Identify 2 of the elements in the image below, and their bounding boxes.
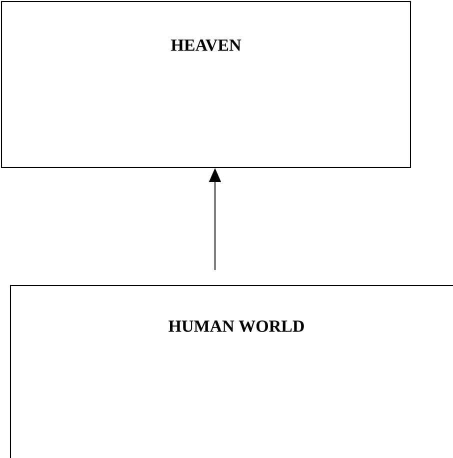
labeled-box: HUMAN WORLD: [10, 285, 453, 458]
labeled-box: HEAVEN: [1, 1, 411, 168]
